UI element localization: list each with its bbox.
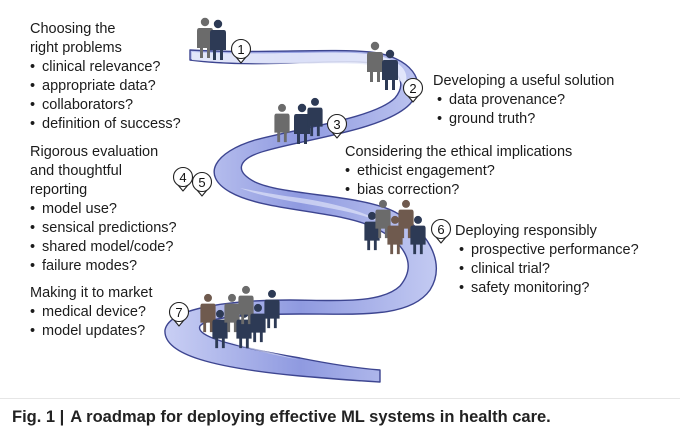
stage-1-question: appropriate data? [30,77,181,96]
stage-2-question: data provenance? [437,91,614,110]
stage-2-marker: 2 [402,77,424,103]
stage-3-marker: 3 [326,113,348,139]
stage-4-title: Rigorous evaluation and thoughtful repor… [30,144,159,198]
stage-6-question: prospective performance? [459,241,639,260]
stage-4-question: model use? [30,200,177,219]
person-figure [375,199,391,239]
stage-3-block: Considering the ethical implications eth… [345,143,572,200]
person-figure [382,49,398,90]
stage-7-marker: 7 [168,301,190,327]
road-highlight [240,188,380,222]
road-highlight [192,52,407,86]
stage-6-question: safety monitoring? [459,279,639,298]
stage-4-question: failure modes? [30,257,177,276]
stage-4-question: shared model/code? [30,238,177,257]
stage-1-marker: 1 [230,38,252,64]
stage-3-question: bias correction? [345,181,572,200]
stage-6-question: clinical trial? [459,260,639,279]
stage-4-question: sensical predictions? [30,219,177,238]
stage-7-question: medical device? [30,303,153,322]
stage-2-number: 2 [409,81,416,96]
stage-7-questions: medical device? model updates? [30,303,153,341]
person-figure [238,285,254,325]
stage-1-questions: clinical relevance? appropriate data? co… [30,58,181,134]
person-figure [398,199,414,239]
person-figure [294,103,310,144]
person-figure [200,293,216,333]
stage-1-block: Choosing the right problems clinical rel… [30,20,181,134]
stage-3-question: ethicist engagement? [345,162,572,181]
stage-5-marker: 5 [191,171,213,197]
stage-7-block: Making it to market medical device? mode… [30,284,153,341]
person-figure [307,97,323,137]
road [164,49,437,383]
stage-2-question: ground truth? [437,110,614,129]
stage-3-title: Considering the ethical implications [345,144,573,160]
figure-caption: Fig. 1 | A roadmap for deploying effectiv… [12,408,672,427]
stage-4-block: Rigorous evaluation and thoughtful repor… [30,143,177,276]
caption-divider [0,398,680,399]
person-figure [224,293,240,333]
stage-7-title: Making it to market [30,285,153,301]
stage-2-block: Developing a useful solution data proven… [433,72,614,129]
stage-1-question: collaborators? [30,96,181,115]
stage-1-title: Choosing the right problems [30,21,122,56]
stage-6-questions: prospective performance? clinical trial?… [455,241,639,298]
stage-7-question: model updates? [30,322,153,341]
figure-caption-text: A roadmap for deploying effective ML sys… [70,408,551,426]
people-groups [197,17,426,349]
person-figure [387,215,403,255]
stage-1-number: 1 [237,42,244,57]
stage-1-question: definition of success? [30,115,181,134]
figure-label: Fig. 1 | [12,408,65,426]
person-figure [274,103,290,143]
stage-7-number: 7 [175,305,182,320]
stage-4-number: 4 [179,170,186,185]
person-figure [410,215,426,255]
stage-3-questions: ethicist engagement? bias correction? [345,162,572,200]
stage-5-number: 5 [198,175,205,190]
person-figure [367,41,383,82]
road-surface [164,49,437,383]
stage-6-title: Deploying responsibly [455,223,597,239]
stage-2-questions: data provenance? ground truth? [433,91,614,129]
stage-6-block: Deploying responsibly prospective perfor… [455,222,639,298]
person-figure [210,19,226,60]
person-figure [364,211,380,251]
person-figure [250,303,266,343]
person-figure [264,289,280,329]
person-figure [212,309,228,349]
stage-1-question: clinical relevance? [30,58,181,77]
stage-6-marker: 6 [430,218,452,244]
stage-4-questions: model use? sensical predictions? shared … [30,200,177,276]
stage-4-marker: 4 [172,166,194,192]
stage-3-number: 3 [333,117,340,132]
stage-6-number: 6 [437,222,444,237]
stage-2-title: Developing a useful solution [433,73,615,89]
person-figure [197,17,213,58]
